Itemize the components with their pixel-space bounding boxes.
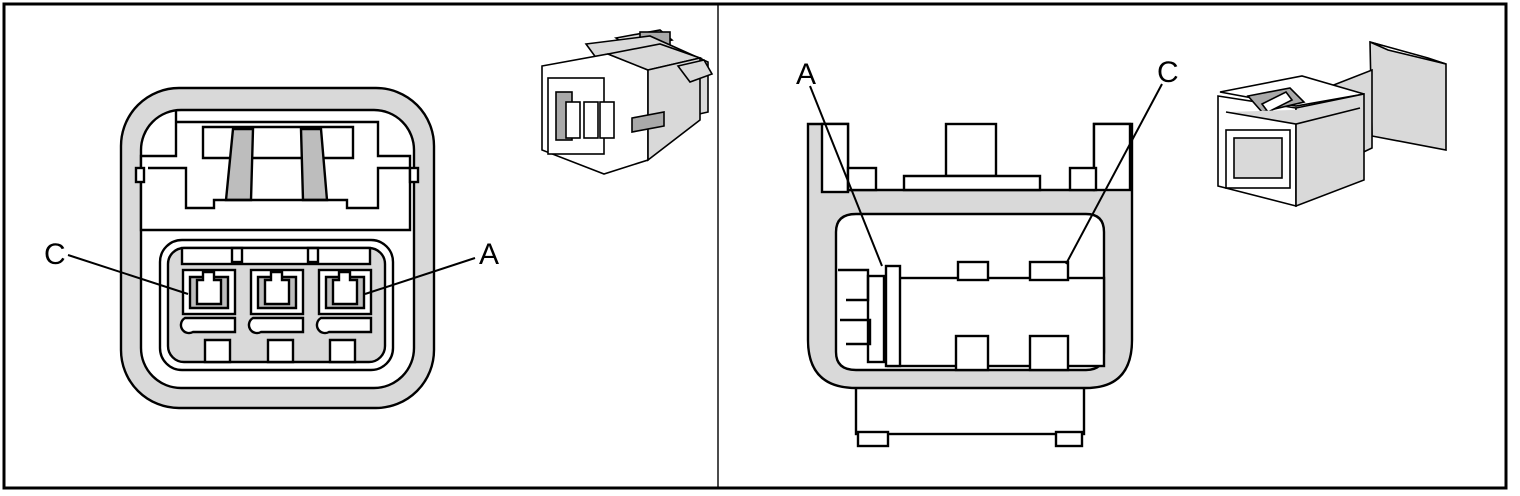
- callout-line-right-a: [809, 85, 883, 267]
- right-connector-thumbnail: [1217, 40, 1447, 208]
- left-connector-face: [119, 86, 436, 410]
- pin-cavity-a: [315, 268, 373, 335]
- label-right-pin-a: A: [796, 58, 816, 91]
- pin-cavity-c: [179, 268, 237, 335]
- label-right-pin-c: C: [1157, 56, 1179, 89]
- callout-line-right-c: [1065, 83, 1163, 265]
- right-connector-side: [806, 122, 1134, 448]
- pin-cavity-b: [247, 268, 305, 335]
- label-pin-a: A: [479, 238, 499, 271]
- left-connector-thumbnail: [541, 29, 714, 175]
- callout-line-c: [67, 254, 189, 295]
- label-pin-c: C: [44, 238, 66, 271]
- callout-line-a: [364, 257, 476, 295]
